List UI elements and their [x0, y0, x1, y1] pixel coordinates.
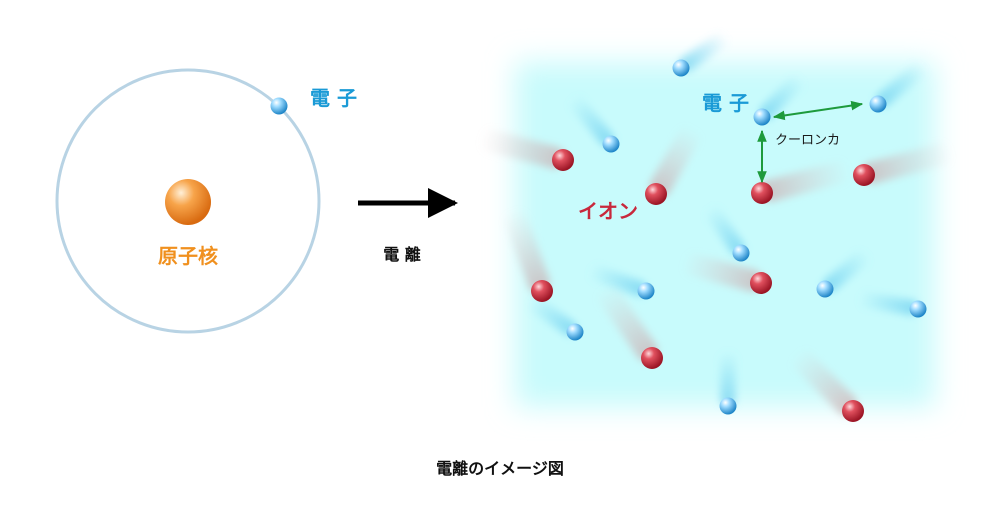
electron-ball: [753, 108, 771, 126]
electron-ball: [732, 244, 750, 262]
atom-electron-label: 電 子: [310, 86, 357, 110]
electron-ball: [816, 280, 834, 298]
electron-trail: [720, 351, 736, 406]
atomic-nucleus: [165, 179, 211, 225]
electron-trail: [875, 62, 927, 108]
electron-ball: [566, 323, 584, 341]
ion-particle: [751, 161, 850, 204]
ion-particle: [682, 253, 772, 294]
ion-trail: [792, 350, 858, 416]
coulomb-force-label: クーロンカ: [775, 133, 840, 148]
electron-ball: [637, 282, 655, 300]
electron-particle: [753, 75, 804, 126]
coulomb-arrow-horizontal: [772, 100, 864, 121]
ion-trail: [505, 209, 550, 293]
ion-ball: [552, 149, 574, 171]
process-label: 電 離: [383, 245, 421, 264]
electron-trail: [822, 250, 870, 293]
electron-trail: [588, 265, 647, 297]
ion-ball: [531, 280, 553, 302]
ion-particle: [792, 350, 864, 422]
electron-ball: [672, 59, 690, 77]
electron-particle: [705, 206, 750, 262]
electron-particle: [858, 292, 927, 318]
ion-trail: [682, 253, 762, 292]
electron-trail: [679, 32, 728, 72]
electron-particle: [569, 95, 620, 153]
electron-particle: [816, 250, 870, 298]
ion-ball: [641, 347, 663, 369]
coulomb-force: クーロンカ: [757, 100, 864, 184]
ionization-arrow: 電 離: [358, 188, 458, 264]
ion-trail: [480, 129, 564, 169]
electron-particle: [869, 62, 927, 113]
ion-label: イオン: [578, 199, 638, 223]
plasma-electron-label: 電 子: [702, 91, 749, 115]
ion-particle: [597, 285, 663, 369]
electron-trail: [528, 296, 577, 336]
electron-ball: [602, 135, 620, 153]
electron-ball: [719, 397, 737, 415]
electron-particle: [588, 265, 655, 300]
ion-particle: [480, 129, 574, 171]
figure-caption: 電離のイメージ図: [436, 459, 564, 478]
ion-particle: [505, 209, 553, 302]
orbit-electron: [270, 97, 288, 115]
plasma-region: クーロンカ 電 子 イオン: [480, 32, 952, 422]
electron-particle: [672, 32, 728, 77]
electron-orbit: [55, 68, 321, 334]
nucleus-label: 原子核: [158, 244, 218, 268]
ion-particle: [853, 143, 952, 186]
electron-trail: [705, 206, 745, 255]
electron-trail: [759, 75, 804, 120]
electron-ball: [909, 300, 927, 318]
particles: [480, 32, 952, 422]
electron-particle: [719, 351, 737, 415]
ion-ball: [853, 164, 875, 186]
electron-trail: [569, 95, 615, 147]
ion-trail: [649, 126, 700, 197]
atom-model: 電 子 原子核: [55, 68, 357, 334]
ion-particle: [645, 126, 700, 205]
ion-ball: [751, 182, 773, 204]
ion-trail: [863, 143, 952, 184]
ion-trail: [761, 161, 850, 202]
electron-particle: [528, 296, 584, 341]
electron-ball: [869, 95, 887, 113]
ion-trail: [597, 285, 658, 361]
ion-ball: [750, 272, 772, 294]
ion-ball: [645, 183, 667, 205]
ion-ball: [842, 400, 864, 422]
electron-trail: [858, 292, 919, 316]
